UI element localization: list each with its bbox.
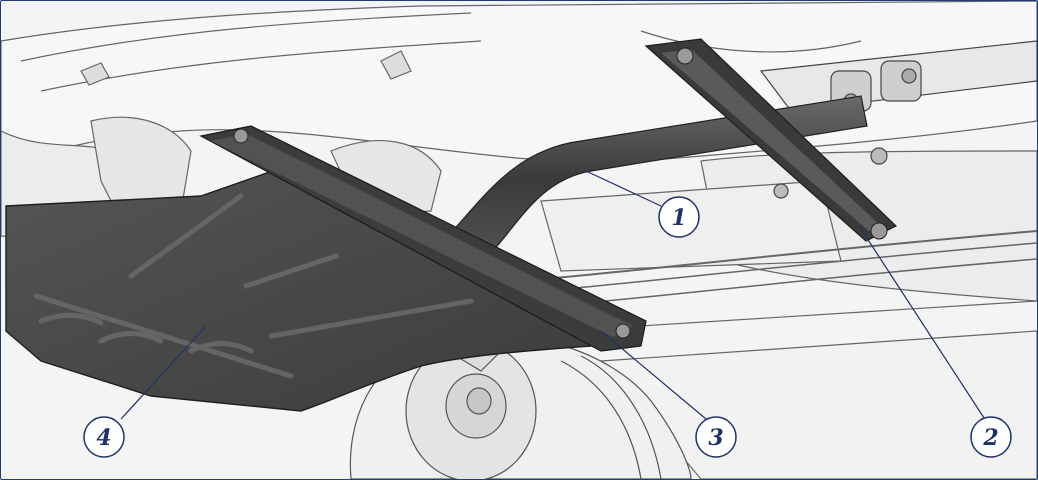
leader-line-2 xyxy=(860,228,987,422)
leader-line-4 xyxy=(120,325,207,420)
callout-3: 3 xyxy=(695,416,737,458)
callout-4: 4 xyxy=(83,416,125,458)
callout-1-label: 1 xyxy=(671,205,686,231)
part-2-strut xyxy=(644,38,898,242)
callout-3-label: 3 xyxy=(708,425,723,451)
leader-lines xyxy=(120,170,987,422)
part-4-shield-plate xyxy=(5,160,592,412)
leader-line-1 xyxy=(585,170,662,207)
part-3-bracket-bar xyxy=(199,125,647,352)
callout-2-label: 2 xyxy=(982,425,998,451)
callout-2: 2 xyxy=(970,416,1012,458)
callout-1: 1 xyxy=(658,196,700,238)
callout-4-label: 4 xyxy=(96,425,111,451)
leader-line-3 xyxy=(600,330,707,420)
